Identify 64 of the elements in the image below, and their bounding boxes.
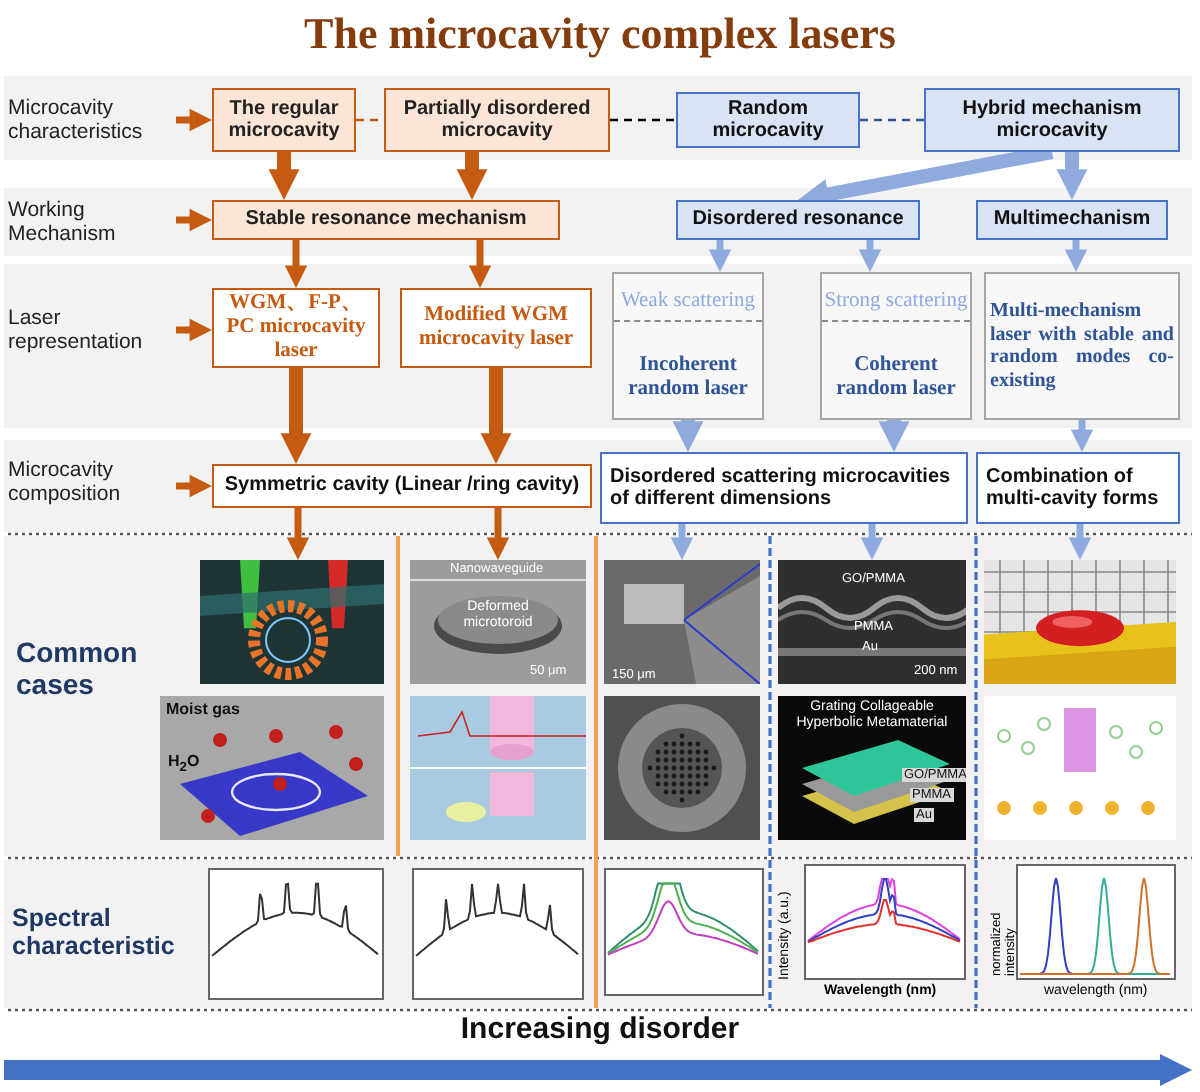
dashed-connector <box>356 118 384 122</box>
category-box: Partially disordered microcavity <box>384 88 610 152</box>
composition-box: Disordered scattering microcavities of different dimensions <box>600 452 968 524</box>
laser-type-box <box>612 272 764 420</box>
arrow <box>486 508 510 560</box>
composition-box: Symmetric cavity (Linear /ring cavity) <box>212 464 592 508</box>
arrow <box>176 318 212 342</box>
photo <box>410 560 586 684</box>
photo <box>984 696 1176 840</box>
arrow <box>480 368 512 464</box>
arrow <box>268 152 300 200</box>
category-box: Hybrid mechanism microcavity <box>924 88 1180 152</box>
photo <box>410 696 586 840</box>
arrow <box>1064 240 1088 272</box>
arrow <box>176 108 212 132</box>
arrow <box>284 240 308 288</box>
row-label: Microcavity characteristics <box>8 88 176 152</box>
arrow <box>670 524 694 560</box>
axis-caption: Increasing disorder <box>458 1012 742 1046</box>
category-box: Multimechanism <box>976 200 1168 240</box>
arrow <box>860 524 884 560</box>
arrow <box>286 508 310 560</box>
box-heading: Strong scattering <box>822 289 970 323</box>
photo <box>200 560 384 684</box>
photo <box>778 696 966 840</box>
image-label: H$_{2}$O <box>168 752 200 777</box>
arrow <box>280 368 312 464</box>
arrow <box>708 240 732 272</box>
laser-type-box <box>820 272 972 420</box>
laser-type-box: Multi-mechanism laser with stable and random modes co-existing <box>984 272 1180 420</box>
box-text: Incoherent random laser <box>626 353 750 403</box>
category-box: Random microcavity <box>676 92 860 148</box>
photo <box>160 696 384 840</box>
arrow <box>878 420 910 452</box>
image-label: Moist gas <box>166 700 240 719</box>
arrow <box>176 474 212 498</box>
dashed-connector <box>860 118 924 122</box>
arrow <box>176 208 212 232</box>
arrow <box>468 240 492 288</box>
photo <box>778 560 966 684</box>
row-label: Working Mechanism <box>8 194 176 250</box>
composition-box: Combination of multi-cavity forms <box>976 452 1180 524</box>
row-label: Common cases <box>16 636 140 700</box>
category-box: The regular microcavity <box>212 88 356 152</box>
row-label: Laser representation <box>8 300 176 360</box>
arrow <box>1056 152 1088 200</box>
arrow <box>1070 420 1094 452</box>
box-text: Coherent random laser <box>834 353 958 403</box>
arrow <box>1068 524 1092 560</box>
title: The microcavity complex lasers <box>302 8 898 60</box>
dashed-connector <box>610 118 676 122</box>
photo <box>604 560 760 684</box>
category-box: Stable resonance mechanism <box>212 200 560 240</box>
photo <box>604 696 760 840</box>
box-heading: Weak scattering <box>614 289 762 323</box>
arrow <box>456 152 488 200</box>
category-box: Disordered resonance <box>676 200 920 240</box>
row-label: Microcavity composition <box>8 452 176 512</box>
row-label: Spectral characteristic <box>12 904 177 960</box>
laser-type-box: WGM、F-P、PC microcavity laser <box>212 288 380 368</box>
arrow <box>672 420 704 452</box>
photo <box>984 560 1176 684</box>
arrow <box>858 240 882 272</box>
laser-type-box: Modified WGM microcavity laser <box>400 288 592 368</box>
